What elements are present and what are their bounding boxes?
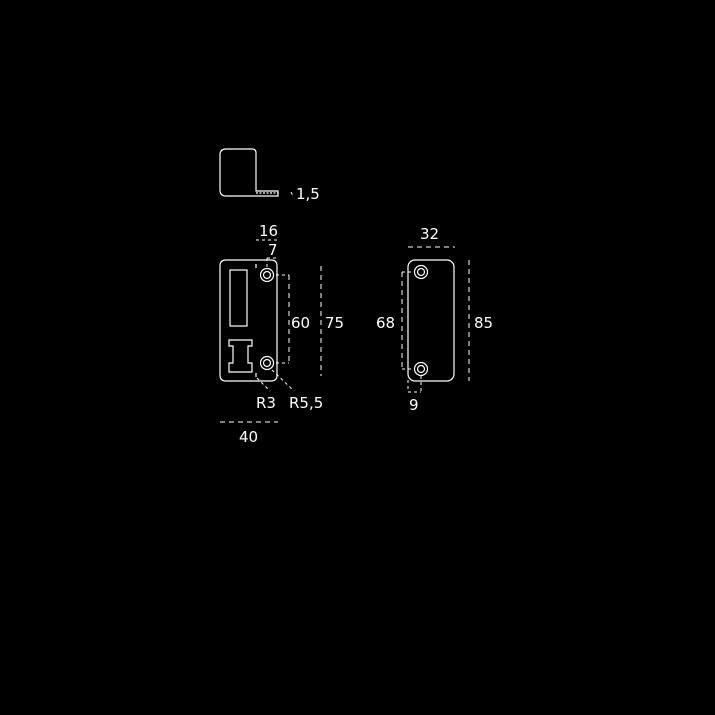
thickness-dimension-label: 1,5 xyxy=(296,185,320,203)
thickness-leader xyxy=(290,191,294,197)
cover-plate-view: 32 68 85 9 xyxy=(376,225,493,414)
cover-hole-bottom-outer xyxy=(413,361,429,377)
screw-hole-bottom-inner xyxy=(262,358,272,368)
latch-opening xyxy=(229,269,248,327)
hole-spacing-dimension-label: 60 xyxy=(291,314,310,332)
lip-offset-dimension-label: 7 xyxy=(268,241,278,259)
cover-hole-bottom-inner xyxy=(416,364,426,374)
screw-hole-top-inner xyxy=(262,270,272,280)
side-profile-outline xyxy=(219,148,279,197)
inner-radius-dimension-label: R3 xyxy=(256,394,276,412)
hole-radius-dimension-label: R5,5 xyxy=(289,394,323,412)
cover-hole-top-outer xyxy=(413,264,429,280)
strike-plate-view: 16 7 60 75 R3 R5,5 40 xyxy=(219,222,344,446)
plate-height-dimension-label: 75 xyxy=(325,314,344,332)
lip-width-dimension-label: 16 xyxy=(259,222,278,240)
cover-height-dimension-label: 85 xyxy=(474,314,493,332)
screw-hole-bottom-outer xyxy=(259,355,275,371)
strike-plate-outline xyxy=(219,259,278,382)
hole-radius-leader xyxy=(271,369,295,392)
cover-hole-offset-dimension-label: 9 xyxy=(409,396,419,414)
inner-radius-leader xyxy=(256,377,271,392)
cover-hole-spacing-dimension-label: 68 xyxy=(376,314,395,332)
bolt-opening xyxy=(228,339,253,373)
side-profile-view: 1,5 xyxy=(219,148,320,203)
cover-width-dimension-label: 32 xyxy=(420,225,439,243)
cover-plate-outline xyxy=(407,259,455,382)
cover-hole-top-inner xyxy=(416,267,426,277)
screw-hole-top-outer xyxy=(259,267,275,283)
plate-width-dimension-label: 40 xyxy=(239,428,258,446)
